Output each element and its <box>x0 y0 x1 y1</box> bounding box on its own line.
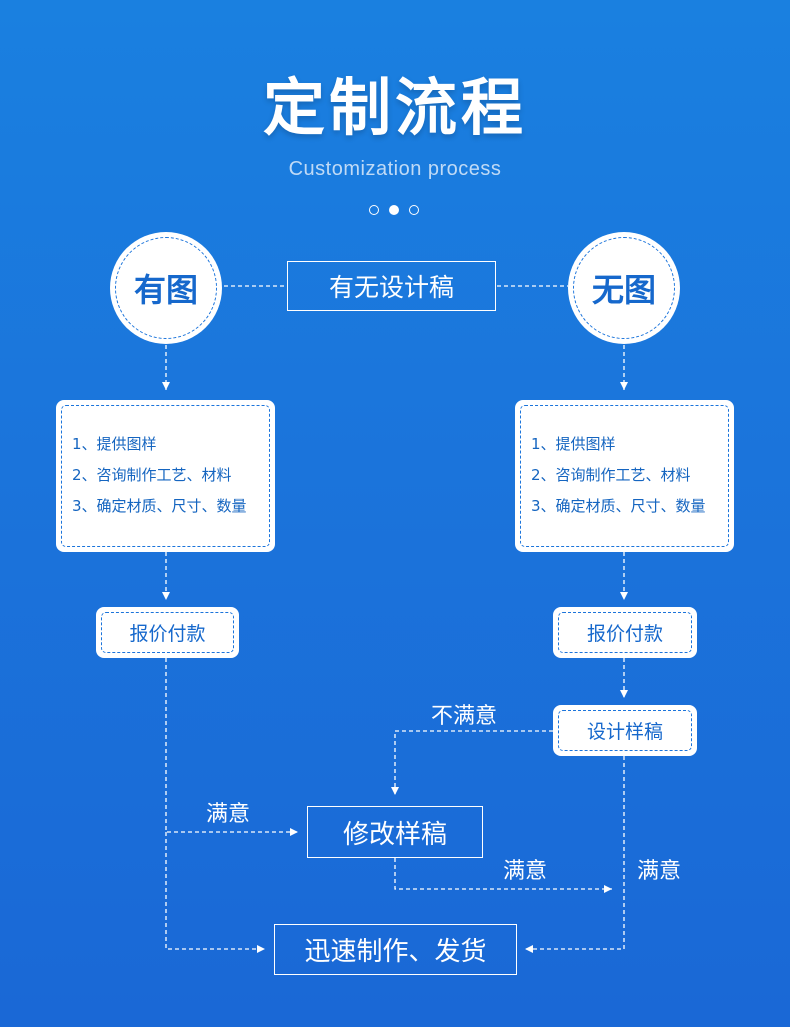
arrow-left-to-final <box>165 832 265 953</box>
satisfied-mid-label: 满意 <box>503 859 548 884</box>
unsatisfied-label: 不满意 <box>431 704 498 729</box>
circle-with-design: 有图 <box>110 232 222 344</box>
pager-dot-1 <box>369 205 379 215</box>
satisfied-left-label: 满意 <box>206 802 251 827</box>
left-step-1: 1、提供图样 <box>72 435 157 453</box>
left-step-2: 2、咨询制作工艺、材料 <box>72 466 232 484</box>
left-step-3: 3、确定材质、尺寸、数量 <box>72 497 247 515</box>
circle-without-design: 无图 <box>568 232 680 344</box>
circle-with-design-label: 有图 <box>115 237 217 339</box>
right-quote-label: 报价付款 <box>558 612 692 653</box>
left-quote-label: 报价付款 <box>101 612 234 653</box>
satisfied-right-label: 满意 <box>637 859 682 884</box>
arrow-satisfied-to-revise <box>165 658 298 836</box>
page-subtitle: Customization process <box>288 158 502 180</box>
design-sample-box: 设计样稿 <box>553 705 697 756</box>
design-question-box: 有无设计稿 <box>287 261 496 311</box>
arrow-design-to-final <box>525 756 625 953</box>
right-step-3: 3、确定材质、尺寸、数量 <box>531 497 706 515</box>
arrow-unsatisfied-to-revise <box>391 730 553 795</box>
pager-dot-3 <box>409 205 419 215</box>
right-step-2: 2、咨询制作工艺、材料 <box>531 466 691 484</box>
revise-sample-box: 修改样稿 <box>307 806 483 858</box>
arrow-revise-satisfied <box>394 858 612 893</box>
right-steps-box: 1、提供图样 2、咨询制作工艺、材料 3、确定材质、尺寸、数量 <box>515 400 734 552</box>
left-steps-box: 1、提供图样 2、咨询制作工艺、材料 3、确定材质、尺寸、数量 <box>56 400 275 552</box>
right-quote-box: 报价付款 <box>553 607 697 658</box>
final-production-box: 迅速制作、发货 <box>274 924 517 975</box>
right-step-1: 1、提供图样 <box>531 435 616 453</box>
pager-dot-2 <box>389 205 399 215</box>
circle-without-design-label: 无图 <box>573 237 675 339</box>
design-sample-label: 设计样稿 <box>558 710 692 751</box>
left-quote-box: 报价付款 <box>96 607 239 658</box>
page-title: 定制流程 <box>262 71 527 144</box>
